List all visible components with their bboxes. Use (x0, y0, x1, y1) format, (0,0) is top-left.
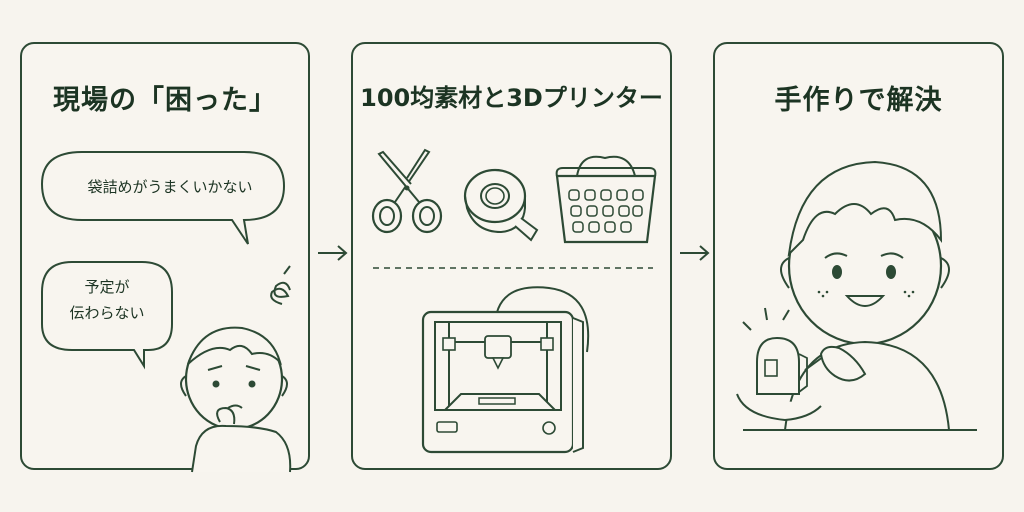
panel-title-materials: 100均素材と3Dプリンター (360, 84, 663, 112)
dashed-divider (373, 267, 653, 269)
speech-bubble-large (40, 151, 286, 370)
panel-solution: 手作りで解決 (713, 42, 1004, 470)
happy-child-illustration (736, 160, 977, 431)
panel-materials: 100均素材と3Dプリンター (351, 42, 672, 470)
scissors-icon (371, 148, 443, 234)
bubble-text-schedule-2: 伝わらない (69, 304, 145, 322)
arrow-right-icon (680, 245, 710, 261)
arrow-right-icon (318, 245, 348, 261)
worried-child-illustration (180, 265, 292, 473)
3d-printer-icon (421, 286, 590, 454)
panel-title-solution: 手作りで解決 (774, 85, 943, 116)
tape-roll-icon (463, 168, 539, 242)
bubble-text-schedule-1: 予定が (84, 278, 130, 296)
bubble-text-packing: 袋詰めがうまくいかない (87, 178, 253, 196)
panel-problem: 現場の「困った」 袋詰めがうまくいかない 予定が 伝わらない (20, 42, 310, 473)
panel-title-problem: 現場の「困った」 (53, 85, 277, 116)
basket-icon (555, 155, 657, 244)
